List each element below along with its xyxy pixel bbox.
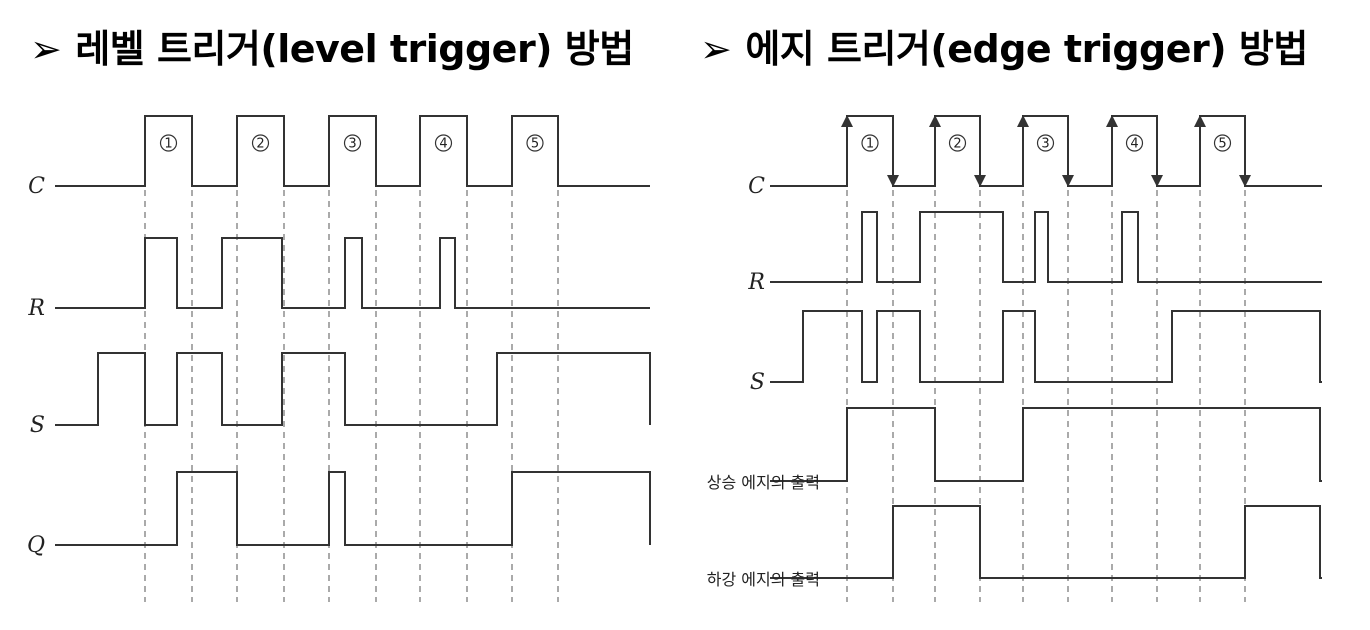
left-pulse-number-2: 2 [256, 137, 264, 152]
left-pulse-number-3: 3 [348, 137, 356, 152]
right-label-rising-output: 상승 에지의 출력 [707, 473, 820, 492]
right-pulse-number-1: 1 [866, 137, 874, 152]
left-pulse-marker-5 [526, 134, 544, 152]
right-pulse-number-3: 3 [1041, 137, 1049, 152]
right-pulse-marker-1 [861, 134, 879, 152]
left-pulse-marker-4 [434, 134, 453, 152]
left-label-Q: Q [27, 533, 45, 558]
left-pulse-number-4: 4 [439, 137, 447, 152]
left-label-R: R [27, 296, 45, 321]
right-label-C: C [748, 174, 765, 199]
right-pulse-number-5: 5 [1218, 137, 1226, 152]
right-pulse-marker-5 [1213, 134, 1232, 152]
right-pulse-marker-2 [948, 134, 967, 152]
right-pulse-number-2: 2 [953, 137, 961, 152]
title-left-text: 레벨 트리거(level trigger) 방법 [75, 27, 634, 71]
right-label-falling-output: 하강 에지의 출력 [707, 570, 820, 589]
title-right-text: 에지 트리거(edge trigger) 방법 [745, 27, 1308, 71]
right-pulse-number-4: 4 [1130, 137, 1138, 152]
left-waveform-C [55, 115, 650, 187]
arrow-bullet-icon: ➢ [700, 27, 732, 71]
left-pulse-marker-2 [251, 134, 270, 152]
right-waveform-rising-output [770, 407, 1322, 482]
right-waveform-R [770, 211, 1322, 283]
right-pulse-marker-3 [1036, 134, 1055, 152]
right-waveform-C [770, 115, 1322, 187]
right-label-S: S [750, 370, 765, 395]
left-pulse-number-1: 1 [164, 137, 172, 152]
level-trigger-diagram: C R S Q 1 2 3 4 5 [27, 115, 651, 602]
left-label-S: S [30, 413, 45, 438]
right-waveform-falling-output [770, 505, 1322, 579]
right-label-R: R [747, 270, 765, 295]
arrow-bullet-icon: ➢ [30, 27, 62, 71]
left-label-C: C [28, 174, 45, 199]
left-waveform-Q [55, 471, 651, 546]
left-pulse-number-5: 5 [531, 137, 539, 152]
right-waveform-S [770, 310, 1322, 383]
left-pulse-marker-1 [159, 134, 178, 152]
title-edge-trigger: ➢ 에지 트리거(edge trigger) 방법 [700, 18, 1308, 73]
left-waveform-S [55, 352, 651, 426]
left-pulse-marker-3 [343, 134, 362, 152]
left-waveform-R [55, 237, 650, 309]
right-pulse-marker-4 [1125, 134, 1144, 152]
title-level-trigger: ➢ 레벨 트리거(level trigger) 방법 [30, 18, 634, 73]
